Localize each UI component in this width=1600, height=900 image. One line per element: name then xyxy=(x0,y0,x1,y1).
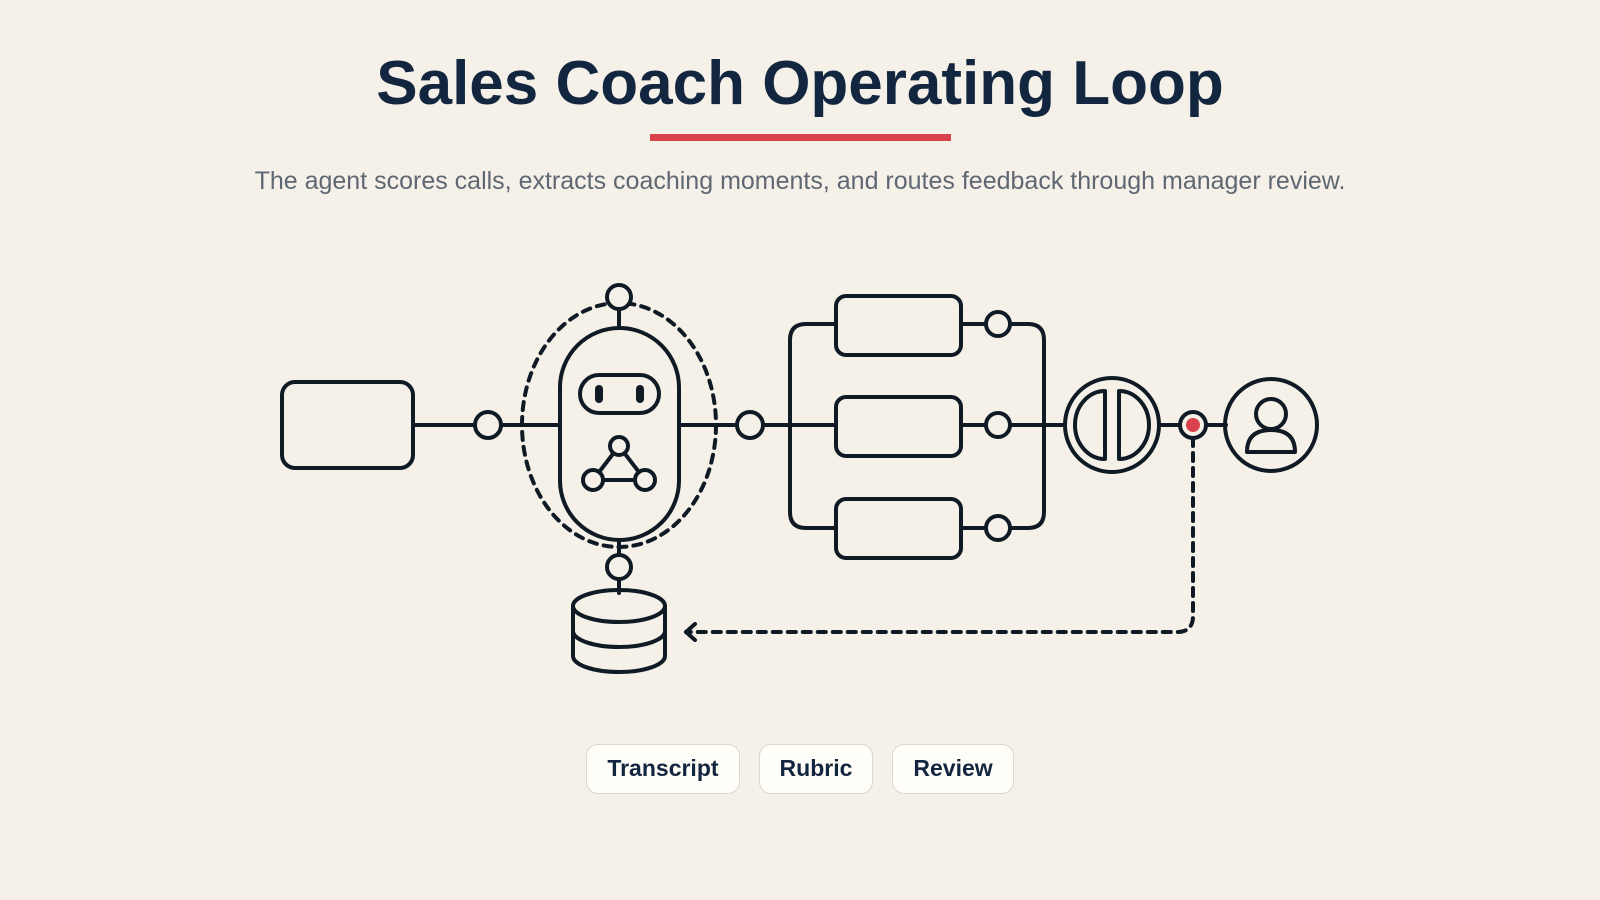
robot-agent-icon xyxy=(520,301,718,549)
chip-rubric[interactable]: Rubric xyxy=(758,744,874,794)
split-gate-icon xyxy=(1063,376,1161,474)
connector-lines xyxy=(411,308,1228,595)
connector-nodes xyxy=(473,283,1012,581)
page-title: Sales Coach Operating Loop xyxy=(376,49,1224,118)
user-avatar-icon xyxy=(1223,377,1319,473)
feedback-arrowhead-icon xyxy=(684,622,697,642)
chip-review[interactable]: Review xyxy=(892,744,1014,794)
input-box-icon xyxy=(280,380,415,470)
feedback-loop-arrow xyxy=(684,436,1195,634)
title-underline xyxy=(650,134,951,141)
chip-row: Transcript Rubric Review xyxy=(0,744,1600,794)
branch-box-middle xyxy=(834,395,963,458)
chip-transcript[interactable]: Transcript xyxy=(586,744,740,794)
branch-box-top xyxy=(834,294,963,357)
database-icon xyxy=(571,588,667,674)
branch-box-bottom xyxy=(834,497,963,560)
branch-right-bracket xyxy=(1009,322,1046,530)
page-subtitle: The agent scores calls, extracts coachin… xyxy=(254,167,1346,195)
branch-left-bracket xyxy=(788,322,838,530)
